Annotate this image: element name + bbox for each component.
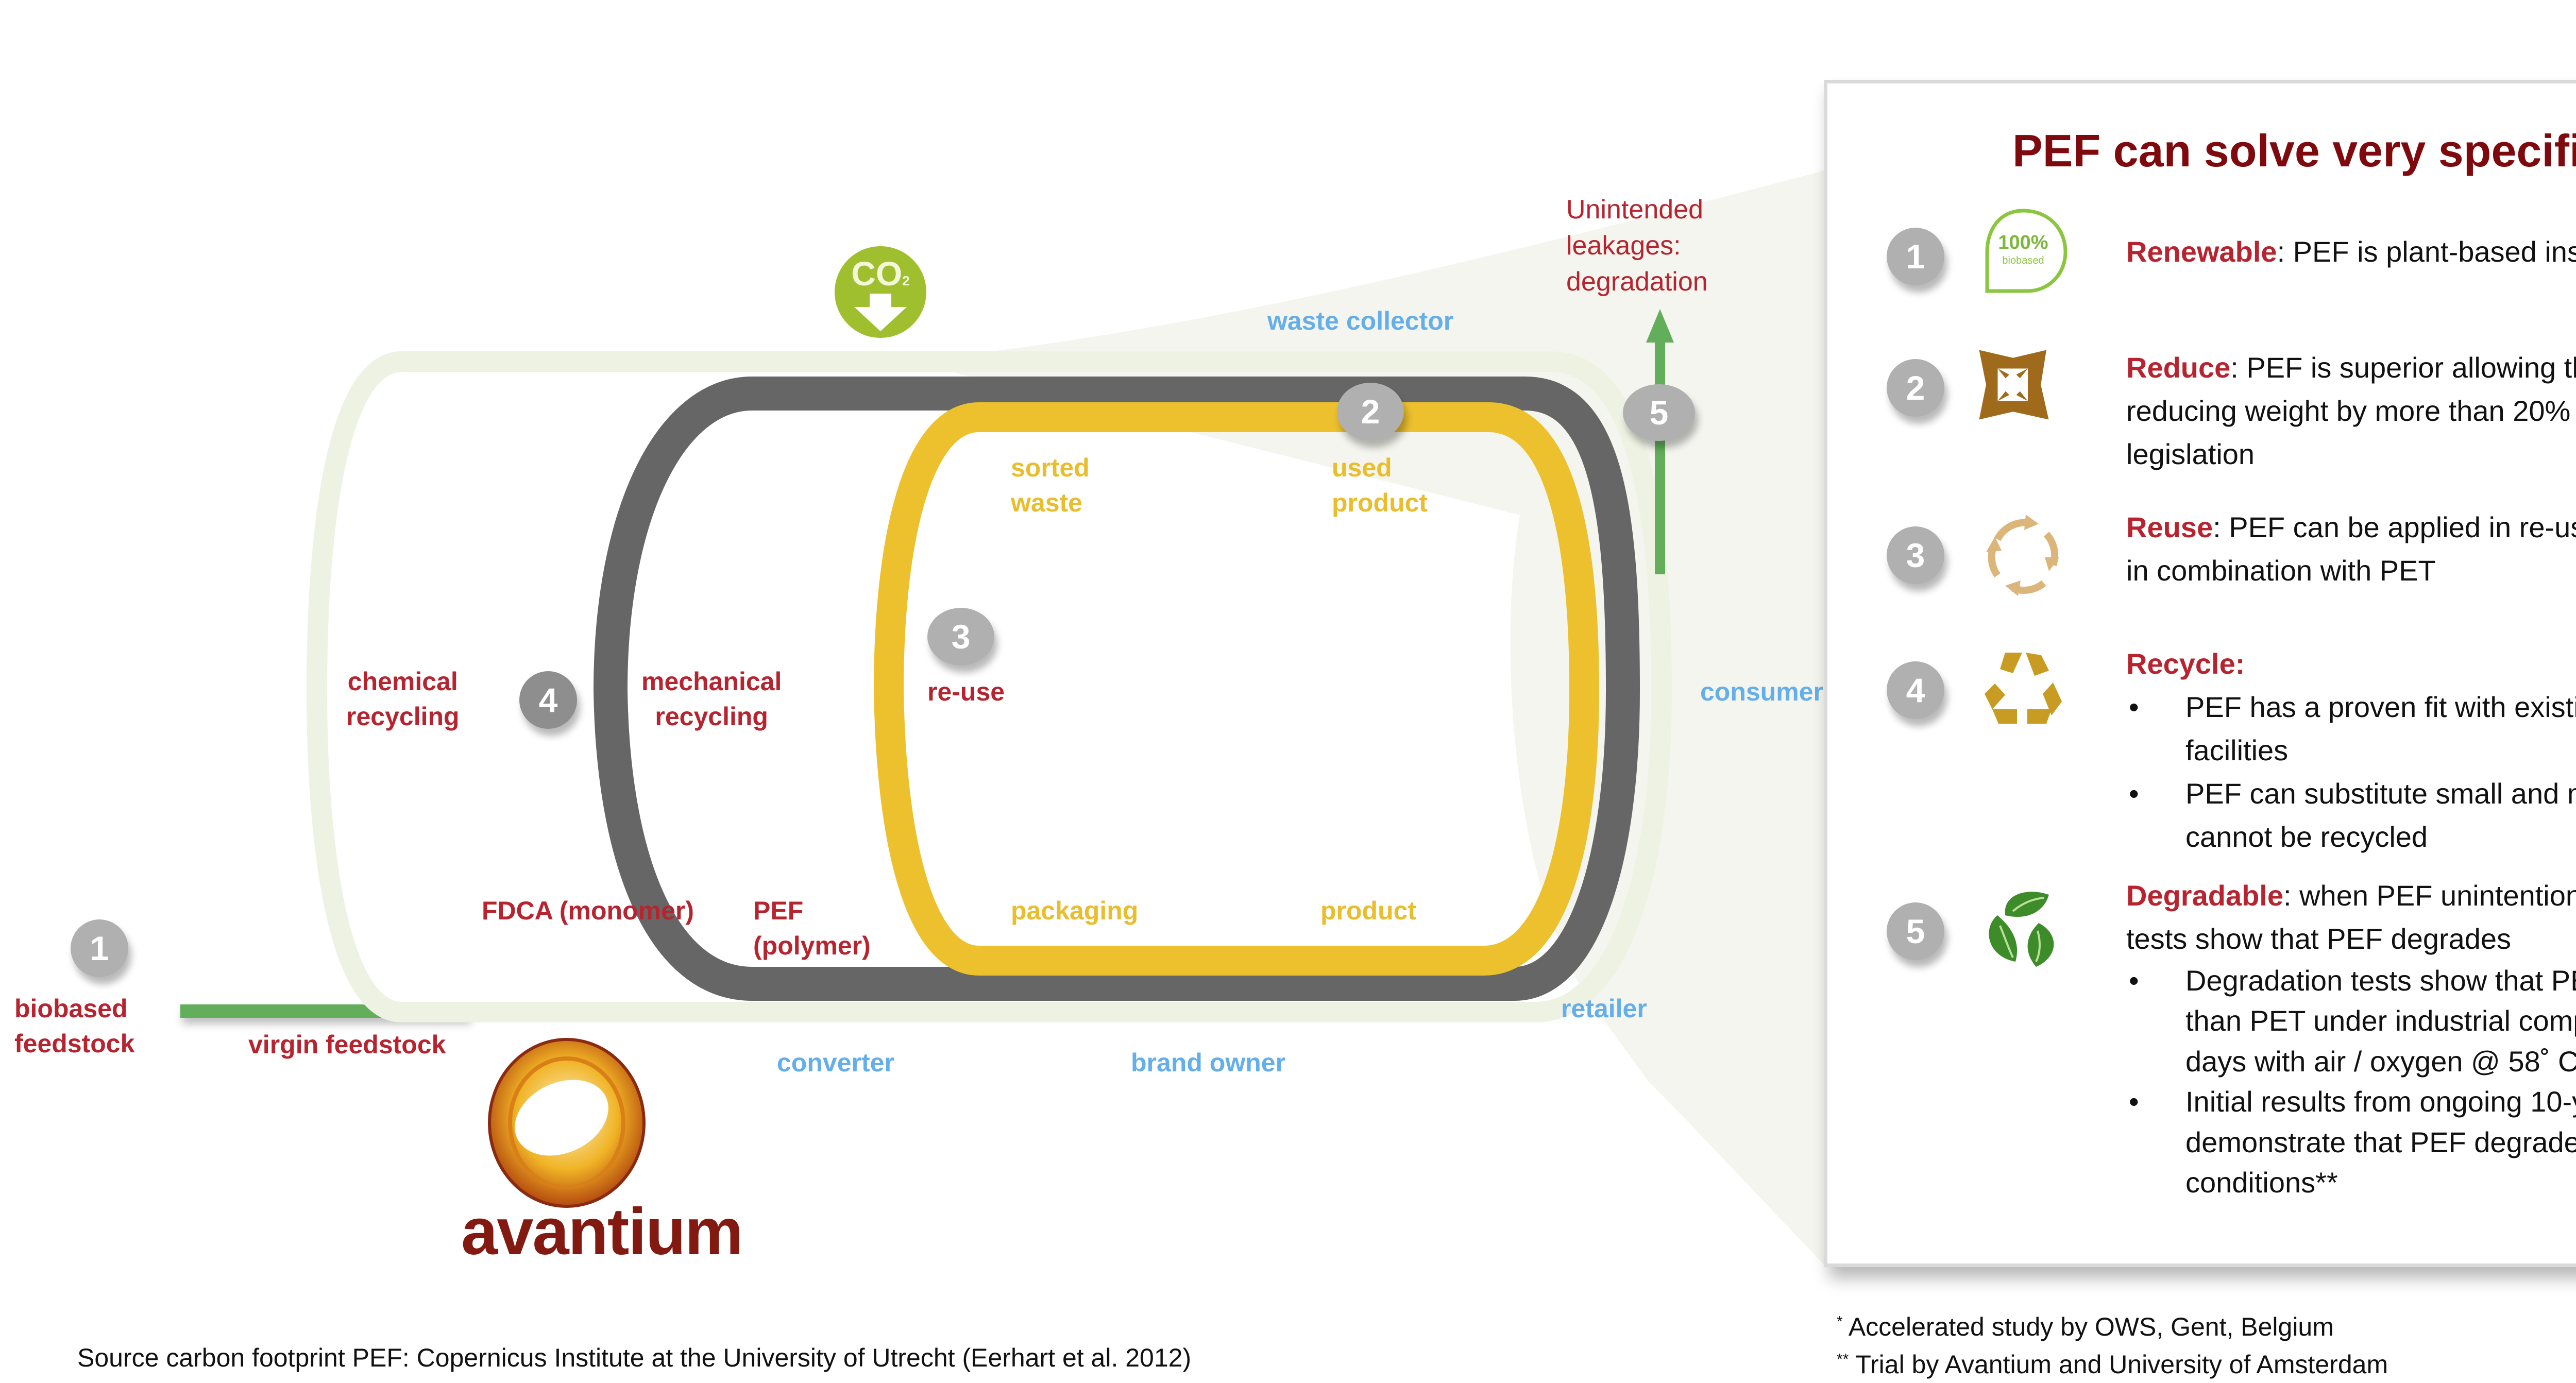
virgin-feedstock-label: virgin feedstock (248, 1028, 446, 1063)
chemical-recycling-label: chemical recycling (346, 664, 460, 734)
100-percent-biobased-icon: 100% biobased (1977, 204, 2070, 297)
product-label: product (1320, 894, 1416, 929)
waste-collector-label: waste collector (1267, 304, 1453, 339)
converter-label: converter (777, 1046, 894, 1081)
keyword-renewable: Renewable (2126, 235, 2277, 268)
recycle-bullet-1: PEF has a proven fit with existing sorti… (2185, 686, 2576, 772)
sorted-waste-line-2: waste (1011, 486, 1090, 521)
chemical-line-2: recycling (346, 699, 460, 735)
pef-benefits-panel: PEF can solve very specific issues 1 100… (1824, 80, 2576, 1267)
sorted-waste-line-1: sorted (1011, 451, 1090, 486)
avantium-ring-icon (484, 1035, 649, 1210)
consumer-label: consumer (1700, 675, 1823, 710)
re-use-label: re-use (927, 675, 1005, 710)
avantium-logo: avantium (459, 1035, 768, 1262)
keyword-reuse: Reuse (2126, 511, 2213, 543)
packaging-label: packaging (1011, 894, 1138, 929)
badge-5-degradable: 5 (1623, 384, 1695, 441)
retailer-label: retailer (1561, 992, 1647, 1027)
item-degradable: Degradable: when PEF unintentionally end… (2126, 874, 2576, 1203)
biobased-line-2: feedstock (14, 1027, 134, 1062)
recycle-icon (1977, 637, 2070, 730)
item-renewable: Renewable: PEF is plant-based instead of… (2126, 230, 2576, 274)
degradable-bullet-1: Degradation tests show that PEF degrades… (2185, 961, 2576, 1082)
panel-badge-5: 5 (1887, 902, 1944, 960)
keyword-reduce: Reduce (2126, 351, 2230, 384)
unintended-line-2: leakages: (1566, 228, 1708, 264)
biobased-caption: biobased (1977, 255, 2070, 267)
co2-reduction-icon: CO2 (835, 246, 926, 338)
keyword-degradable: Degradable (2126, 879, 2283, 912)
recycle-bullet-2: PEF can substitute small and multi-layer… (2185, 772, 2576, 859)
mechanical-line-1: mechanical (641, 664, 782, 699)
panel-badge-1: 1 (1887, 228, 1944, 285)
badge-4-recycle: 4 (519, 671, 577, 729)
panel-footnotes: * Accelerated study by OWS, Gent, Belgiu… (1837, 1308, 2388, 1383)
badge-2-reduce: 2 (1337, 383, 1404, 440)
footnote-2-text: Trial by Avantium and University of Amst… (1849, 1350, 2388, 1379)
biobased-line-1: biobased (14, 992, 134, 1027)
leaves-cycle-icon (1977, 879, 2070, 972)
badge-3-reuse: 3 (927, 608, 994, 665)
down-arrow-icon (835, 246, 926, 338)
unintended-line-1: Unintended (1566, 192, 1708, 228)
avantium-wordmark: avantium (461, 1199, 742, 1265)
footnote-2: ** Trial by Avantium and University of A… (1837, 1346, 2388, 1383)
fdca-monomer-label: FDCA (monomer) (482, 894, 694, 929)
panel-badge-2: 2 (1887, 359, 1944, 417)
keyword-recycle: Recycle (2126, 647, 2235, 680)
text-recycle: : (2235, 647, 2245, 680)
biobased-percent: 100% (1977, 233, 2070, 252)
source-footnote: Source carbon footprint PEF: Copernicus … (77, 1339, 1191, 1377)
footnote-1-mark: * (1837, 1313, 1843, 1330)
panel-badge-3: 3 (1887, 526, 1944, 584)
degradable-bullet-2: Initial results from ongoing 10-year deg… (2185, 1082, 2576, 1203)
degradable-bullets: Degradation tests show that PEF degrades… (2126, 961, 2576, 1203)
used-product-line-1: used (1332, 451, 1428, 486)
brand-owner-label: brand owner (1131, 1046, 1285, 1081)
reduce-compress-icon (1977, 338, 2070, 431)
panel-title: PEF can solve very specific issues (1827, 125, 2576, 177)
text-renewable: : PEF is plant-based instead of fossil-b… (2277, 235, 2576, 268)
chemical-line-1: chemical (346, 664, 460, 699)
mechanical-recycling-label: mechanical recycling (641, 664, 782, 734)
pef-polymer-line-2: (polymer) (753, 929, 871, 964)
used-product-line-2: product (1332, 486, 1428, 521)
footnote-1: * Accelerated study by OWS, Gent, Belgiu… (1837, 1308, 2388, 1346)
reuse-cycle-arrows-icon (1977, 508, 2070, 601)
unintended-line-3: degradation (1566, 264, 1708, 300)
pef-polymer-label: PEF (polymer) (753, 894, 871, 963)
mechanical-line-2: recycling (641, 699, 782, 735)
unintended-leakages-label: Unintended leakages: degradation (1566, 192, 1708, 300)
item-reduce: Reduce: PEF is superior allowing thinner… (2126, 346, 2576, 476)
leakage-arrowhead (1646, 309, 1674, 343)
used-product-label: used product (1332, 451, 1428, 520)
item-recycle: Recycle: PEF has a proven fit with exist… (2126, 642, 2576, 859)
badge-1-biobased: 1 (71, 919, 128, 977)
pef-polymer-line-1: PEF (753, 894, 871, 929)
panel-badge-4: 4 (1887, 661, 1944, 719)
footnote-2-mark: ** (1837, 1351, 1849, 1368)
sorted-waste-label: sorted waste (1011, 451, 1090, 520)
item-reuse: Reuse: PEF can be applied in re-use appl… (2126, 506, 2576, 592)
footnote-1-text: Accelerated study by OWS, Gent, Belgium (1843, 1312, 2334, 1341)
recycle-bullets: PEF has a proven fit with existing sorti… (2126, 686, 2576, 859)
biobased-feedstock-label: biobased feedstock (14, 992, 134, 1061)
